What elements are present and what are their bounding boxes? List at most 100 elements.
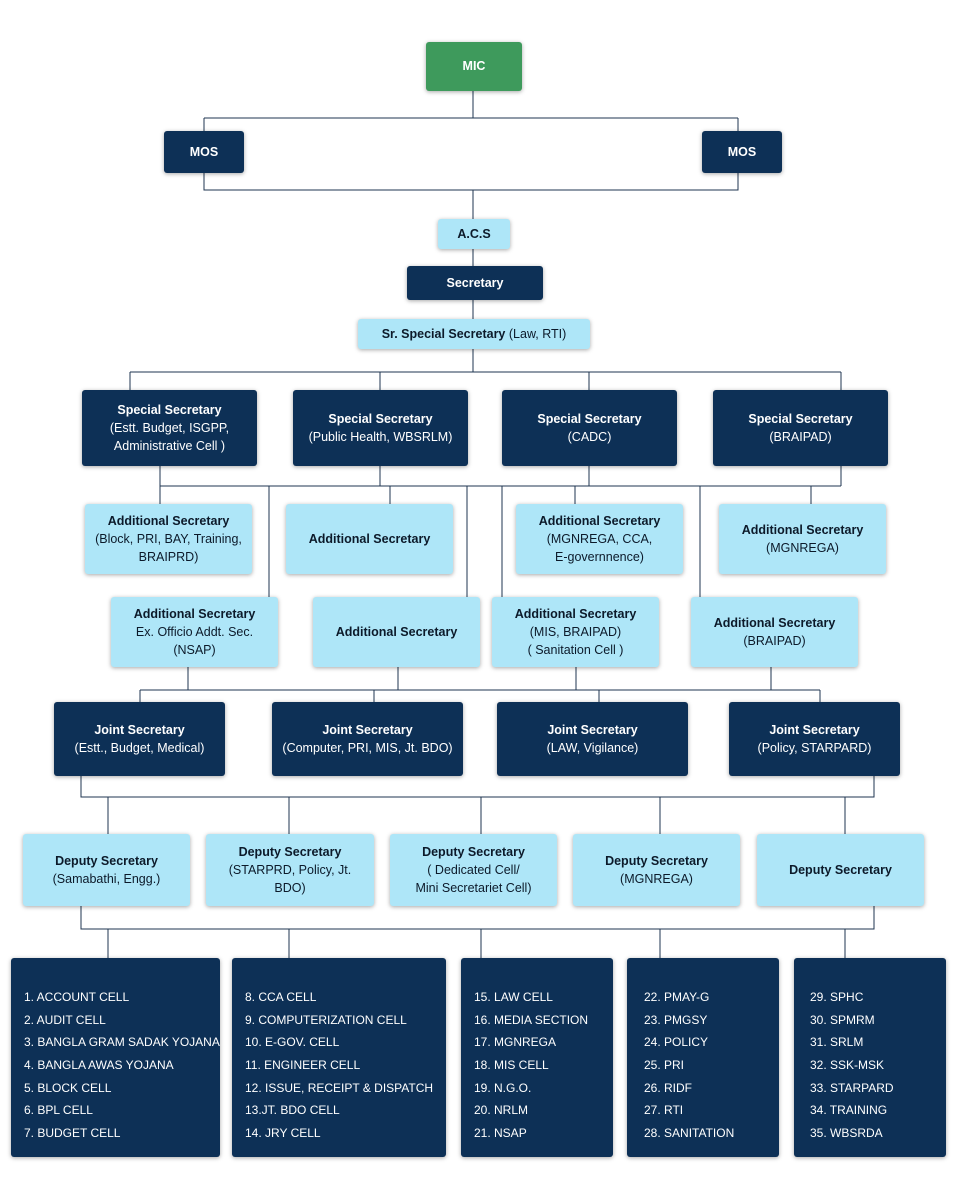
deputy-secretary-sub2: Mini Secretariet Cell): [415, 881, 532, 896]
additional-secretary-sub: (MIS, BRAIPAD): [529, 624, 622, 639]
special-secretary-title: Special Secretary: [328, 411, 433, 426]
additional-secretary-box: Additional Secretary (MGNREGA, CCA, E-go…: [516, 504, 683, 574]
cell-list-box: 22. PMAY-G 23. PMGSY 24. POLICY 25. PRI …: [627, 958, 779, 1157]
joint-secretary-box: Joint Secretary (Estt., Budget, Medical): [54, 702, 225, 776]
joint-secretary-title: Joint Secretary: [322, 722, 413, 737]
joint-secretary-title: Joint Secretary: [94, 722, 185, 737]
cell-list-box: 1. ACCOUNT CELL 2. AUDIT CELL 3. BANGLA …: [11, 958, 220, 1157]
deputy-secretary-box: Deputy Secretary (Samabathi, Engg.): [23, 834, 190, 906]
cell-item: 18. MIS CELL: [474, 1058, 549, 1073]
additional-secretary-title: Additional Secretary: [107, 513, 230, 528]
additional-secretary-sub: (MGNREGA): [766, 541, 839, 555]
joint-secretary-title: Joint Secretary: [769, 722, 860, 737]
additional-secretary-sub2: BRAIPRD): [138, 550, 199, 565]
cell-item: 30. SPMRM: [810, 1012, 875, 1027]
cell-item: 8. CCA CELL: [245, 990, 317, 1004]
special-secretary-box: Special Secretary (CADC): [502, 390, 677, 466]
cell-item: 24. POLICY: [644, 1035, 709, 1050]
joint-secretary-box: Joint Secretary (Computer, PRI, MIS, Jt.…: [272, 702, 463, 776]
cell-item: 19. N.G.O.: [474, 1080, 532, 1095]
additional-secretary-box: Additional Secretary (MGNREGA): [719, 504, 886, 574]
mic-box: MIC: [426, 42, 522, 91]
additional-secretary-box: Additional Secretary Ex. Officio Addt. S…: [111, 597, 278, 667]
deputy-secretary-sub: (Samabathi, Engg.): [52, 872, 161, 886]
deputy-secretary-box: Deputy Secretary ( Dedicated Cell/ Mini …: [390, 834, 557, 906]
deputy-secretary-box: Deputy Secretary (STARPRD, Policy, Jt. B…: [206, 834, 374, 906]
mic-label: MIC: [462, 59, 486, 74]
deputy-secretary-box: Deputy Secretary: [757, 834, 924, 906]
cell-item: 34. TRAINING: [810, 1103, 888, 1118]
special-secretary-sub: (BRAIPAD): [769, 430, 832, 444]
additional-secretary-title: Additional Secretary: [514, 606, 637, 621]
cell-item: 32. SSK-MSK: [810, 1058, 885, 1073]
additional-secretary-sub: (Block, PRI, BAY, Training,: [95, 531, 242, 546]
special-secretary-sub: (Public Health, WBSRLM): [308, 430, 453, 444]
cell-item: 23. PMGSY: [644, 1012, 708, 1027]
cell-item: 7. BUDGET CELL: [24, 1126, 121, 1141]
deputy-secretary-sub: (MGNREGA): [620, 872, 693, 886]
deputy-secretary-title: Deputy Secretary: [422, 844, 525, 859]
special-secretary-sub: (Estt. Budget, ISGPP,: [109, 420, 230, 435]
sr-special-secretary-box: Sr. Special Secretary (Law, RTI): [358, 319, 590, 349]
joint-secretary-sub: (LAW, Vigilance): [546, 741, 639, 755]
cell-item: 17. MGNREGA: [474, 1035, 557, 1050]
cell-item: 3. BANGLA GRAM SADAK YOJANA: [24, 1035, 220, 1050]
cell-list-box: 29. SPHC 30. SPMRM 31. SRLM 32. SSK-MSK …: [794, 958, 946, 1157]
additional-secretary-box: Additional Secretary: [286, 504, 453, 574]
cell-item: 22. PMAY-G: [644, 990, 710, 1004]
special-secretary-title: Special Secretary: [537, 411, 642, 426]
deputy-secretary-title: Deputy Secretary: [55, 853, 158, 868]
cell-item: 25. PRI: [644, 1058, 685, 1073]
cell-list-box: 15. LAW CELL 16. MEDIA SECTION 17. MGNRE…: [461, 958, 613, 1157]
mos-box-right: MOS: [702, 131, 782, 173]
cell-item: 20. NRLM: [474, 1103, 529, 1118]
joint-secretary-box: Joint Secretary (Policy, STARPARD): [729, 702, 900, 776]
special-secretary-sub2: Administrative Cell ): [113, 439, 226, 454]
cell-item: 33. STARPARD: [810, 1080, 894, 1095]
additional-secretary-title: Additional Secretary: [335, 624, 458, 639]
special-secretary-title: Special Secretary: [748, 411, 853, 426]
cell-item: 29. SPHC: [810, 990, 864, 1004]
cell-item: 14. JRY CELL: [245, 1126, 321, 1141]
additional-secretary-box: Additional Secretary (MIS, BRAIPAD) ( Sa…: [492, 597, 659, 667]
cell-list: 29. SPHC 30. SPMRM 31. SRLM 32. SSK-MSK …: [810, 986, 946, 1145]
secretary-box: Secretary: [407, 266, 543, 300]
additional-secretary-sub: Ex. Officio Addt. Sec.: [135, 624, 254, 639]
additional-secretary-sub2: (NSAP): [173, 643, 216, 658]
joint-secretary-sub: (Computer, PRI, MIS, Jt. BDO): [282, 741, 453, 755]
additional-secretary-title: Additional Secretary: [133, 606, 256, 621]
additional-secretary-title: Additional Secretary: [741, 522, 864, 537]
cell-list: 22. PMAY-G 23. PMGSY 24. POLICY 25. PRI …: [644, 986, 779, 1145]
cell-list: 15. LAW CELL 16. MEDIA SECTION 17. MGNRE…: [474, 986, 613, 1145]
deputy-secretary-title: Deputy Secretary: [789, 862, 892, 877]
deputy-secretary-title: Deputy Secretary: [238, 844, 342, 859]
cell-item: 11. ENGINEER CELL: [245, 1058, 361, 1073]
special-secretary-box: Special Secretary (Estt. Budget, ISGPP, …: [82, 390, 257, 466]
additional-secretary-title: Additional Secretary: [538, 513, 661, 528]
cell-item: 15. LAW CELL: [474, 990, 553, 1004]
deputy-secretary-box: Deputy Secretary (MGNREGA): [573, 834, 740, 906]
cell-item: 16. MEDIA SECTION: [474, 1012, 589, 1027]
additional-secretary-title: Additional Secretary: [308, 531, 431, 546]
mos-label: MOS: [727, 144, 757, 159]
cell-item: 27. RTI: [644, 1103, 684, 1118]
additional-secretary-title: Additional Secretary: [713, 615, 836, 630]
special-secretary-sub: (CADC): [567, 430, 612, 444]
additional-secretary-sub2: ( Sanitation Cell ): [527, 643, 624, 658]
special-secretary-box: Special Secretary (BRAIPAD): [713, 390, 888, 466]
cell-item: 6. BPL CELL: [24, 1103, 93, 1118]
additional-secretary-box: Additional Secretary (Block, PRI, BAY, T…: [85, 504, 252, 574]
special-secretary-box: Special Secretary (Public Health, WBSRLM…: [293, 390, 468, 466]
deputy-secretary-sub: (STARPRD, Policy, Jt. BDO): [228, 862, 352, 896]
cell-item: 28. SANITATION: [644, 1126, 735, 1141]
sr-special-sub: (Law, RTI): [508, 326, 567, 341]
cell-item: 31. SRLM: [810, 1035, 864, 1050]
cell-list-box: 8. CCA CELL 9. COMPUTERIZATION CELL 10. …: [232, 958, 446, 1157]
deputy-secretary-sub: ( Dedicated Cell/: [427, 862, 520, 877]
joint-secretary-sub: (Estt., Budget, Medical): [74, 741, 205, 755]
additional-secretary-sub: (MGNREGA, CCA,: [546, 531, 653, 546]
cell-item: 1. ACCOUNT CELL: [24, 990, 130, 1004]
cell-item: 12. ISSUE, RECEIPT & DISPATCH: [245, 1080, 434, 1095]
additional-secretary-box: Additional Secretary (BRAIPAD): [691, 597, 858, 667]
